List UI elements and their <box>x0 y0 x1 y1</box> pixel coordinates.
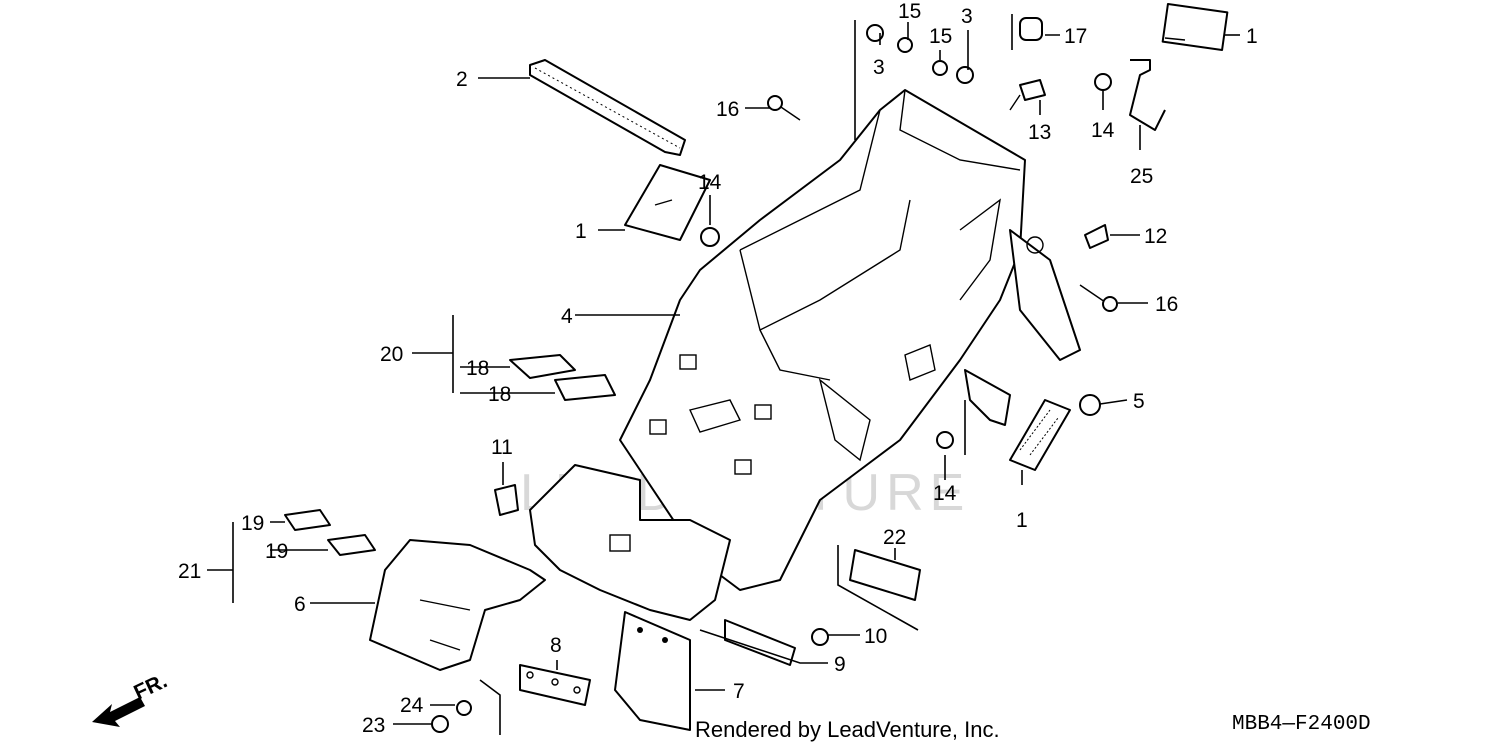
callout-5: 5 <box>1133 390 1145 413</box>
callout-12: 12 <box>1144 225 1167 248</box>
callout-8: 8 <box>550 634 562 657</box>
callout-3-left: 3 <box>873 56 885 79</box>
callout-19-lower: 19 <box>265 540 288 563</box>
callout-2: 2 <box>456 68 468 91</box>
callout-18-lower: 18 <box>488 383 511 406</box>
footer-credit: Rendered by LeadVenture, Inc. <box>695 717 1000 742</box>
callout-24: 24 <box>400 694 424 717</box>
license-light-housing-part-6 <box>369 539 546 671</box>
callout-18-upper: 18 <box>466 357 489 380</box>
callout-10: 10 <box>864 625 887 648</box>
callout-20: 20 <box>380 343 403 366</box>
mud-flap-part-7 <box>614 611 691 731</box>
reflector-bracket <box>964 369 1011 426</box>
callout-25: 25 <box>1130 165 1153 188</box>
rear-fender-part-4 <box>619 89 1081 591</box>
callout-7: 7 <box>733 680 745 703</box>
callout-23: 23 <box>362 714 385 737</box>
callout-14-right: 14 <box>1091 119 1115 142</box>
callout-1-lower: 1 <box>1016 509 1028 532</box>
callout-6: 6 <box>294 593 306 616</box>
callout-4: 4 <box>561 305 573 328</box>
seal-strip-part-2 <box>529 59 686 156</box>
callout-13: 13 <box>1028 121 1051 144</box>
foam-blocks <box>284 354 616 556</box>
reflector-part-1-upper <box>624 164 711 241</box>
callout-16-right: 16 <box>1155 293 1178 316</box>
plate-part-22 <box>849 549 921 601</box>
hardware-bits <box>494 17 1166 516</box>
diagram-code: MBB4—F2400D <box>1232 713 1371 736</box>
leader-lines <box>207 14 1240 735</box>
callout-11: 11 <box>491 436 513 459</box>
callout-21: 21 <box>178 560 201 583</box>
callout-3-right: 3 <box>961 5 973 28</box>
callout-22: 22 <box>883 526 906 549</box>
reflector-part-1-right <box>1161 3 1229 51</box>
callout-15-left: 15 <box>898 0 921 23</box>
front-direction-arrow-icon <box>92 697 145 727</box>
callout-19-upper: 19 <box>241 512 264 535</box>
callout-1-right: 1 <box>1246 25 1258 48</box>
callout-9: 9 <box>834 653 846 676</box>
plate-part-8 <box>519 664 591 706</box>
callout-1-upper: 1 <box>575 220 587 243</box>
reflector-part-1-lower <box>1009 399 1071 471</box>
bolt-part-10 <box>811 628 829 646</box>
callout-14-lower: 14 <box>933 482 957 505</box>
plate-part-9 <box>724 619 796 666</box>
callout-15-right: 15 <box>929 25 952 48</box>
callout-16-left: 16 <box>716 98 739 121</box>
callout-14-left: 14 <box>698 171 722 194</box>
inner-splash-guard <box>529 464 731 621</box>
nut-washer-parts-23-24 <box>431 700 472 733</box>
callouts: 2 1 1 1 3 3 4 5 6 7 8 9 10 11 12 13 14 1… <box>178 0 1258 737</box>
callout-17: 17 <box>1064 25 1087 48</box>
